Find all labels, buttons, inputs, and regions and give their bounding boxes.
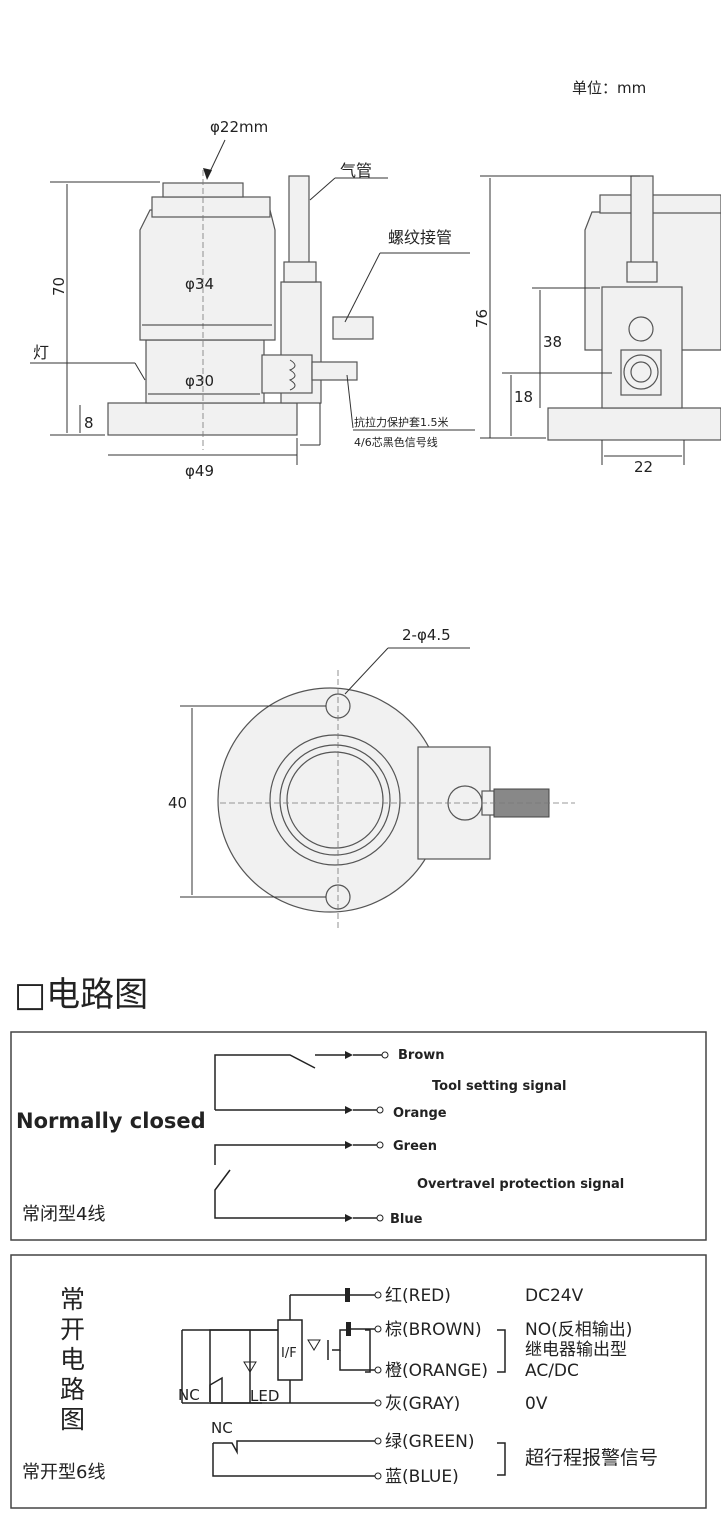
thread-fitting: [332, 316, 374, 340]
top-view: 2-φ4.5 40: [168, 626, 575, 930]
lower-body: [145, 339, 265, 404]
dim-40-label: 40: [168, 794, 187, 812]
vertical-title-char: 开: [60, 1315, 85, 1344]
vertical-title-char: 常: [60, 1285, 85, 1314]
cable-label-2: 4/6芯黑色信号线: [354, 435, 438, 449]
width-22-label: 22: [634, 458, 653, 476]
vertical-title-char: 图: [60, 1405, 85, 1434]
height-18-label: 18: [514, 388, 533, 406]
overtravel-signal-label: Overtravel protection signal: [417, 1177, 624, 1192]
nc-label-2: NC: [211, 1419, 233, 1437]
green-wire-label: 绿(GREEN): [385, 1432, 474, 1452]
nc-label-1: NC: [178, 1386, 200, 1404]
blue-wire-label: 蓝(BLUE): [385, 1467, 459, 1487]
relay-output-label: 继电器输出型: [525, 1340, 627, 1360]
no-output-label: NO(反相输出): [525, 1320, 632, 1340]
phi22-label: φ22mm: [210, 118, 268, 136]
base-8-label: 8: [84, 414, 94, 432]
front-view: 76 38 18 22: [473, 175, 721, 476]
air-pipe-label: 气管: [340, 161, 372, 180]
height-76-label: 76: [473, 309, 491, 328]
lamp-label: 灯: [33, 343, 49, 362]
dc24v-label: DC24V: [525, 1286, 584, 1306]
overtravel-alarm-label: 超行程报警信号: [525, 1447, 658, 1469]
vertical-title-char: 路: [60, 1375, 85, 1404]
cable-label-1: 抗拉力保护套1.5米: [354, 415, 449, 429]
air-pipe: [288, 175, 310, 267]
orange-wire-label: 橙(ORANGE): [385, 1361, 488, 1381]
gray-wire-label: 灰(GRAY): [385, 1394, 460, 1414]
blue-wire-label: Blue: [390, 1212, 423, 1227]
unit-label: 单位：mm: [572, 79, 646, 97]
green-wire-label: Green: [393, 1139, 437, 1154]
orange-wire-label: Orange: [393, 1106, 447, 1121]
led-label: LED: [250, 1387, 279, 1405]
spring: [288, 359, 296, 391]
holes-label: 2-φ4.5: [402, 626, 451, 644]
circuit-heading: □电路图: [14, 975, 148, 1015]
red-wire-label: 红(RED): [385, 1286, 451, 1306]
if-label: I/F: [281, 1346, 297, 1361]
cable-gland: [261, 354, 313, 394]
zero-v-label: 0V: [525, 1394, 548, 1414]
phi30-label: φ30: [185, 372, 214, 390]
phi34-label: φ34: [185, 275, 214, 293]
phi49-label: φ49: [185, 462, 214, 480]
side-view: φ22mm 气管 螺纹接管 70 灯 φ34 φ30 8 φ49 抗拉力保护套1…: [30, 118, 475, 480]
brown-wire-label: 棕(BROWN): [385, 1320, 482, 1340]
tool-setting-signal-label: Tool setting signal: [432, 1079, 567, 1094]
acdc-label: AC/DC: [525, 1361, 579, 1381]
upper-body: [139, 209, 276, 341]
brown-wire-label: Brown: [398, 1048, 445, 1063]
height-38-label: 38: [543, 333, 562, 351]
base-plate: [107, 402, 298, 436]
nut: [283, 261, 317, 283]
nc-circuit-diagram: Normally closed 常闭型4线 Brown Tool setting…: [10, 1031, 707, 1241]
no-circuit-diagram: 常 开 电 路 图 常开型6线: [10, 1254, 707, 1509]
height-70-label: 70: [50, 277, 68, 296]
thread-fitting-label: 螺纹接管: [388, 228, 452, 247]
cable: [311, 361, 358, 381]
no-6wire-label: 常开型6线: [22, 1462, 105, 1483]
collar: [151, 196, 271, 218]
nc-4wire-label: 常闭型4线: [22, 1204, 105, 1225]
normally-closed-title: Normally closed: [16, 1109, 206, 1133]
vertical-title-char: 电: [60, 1345, 85, 1374]
